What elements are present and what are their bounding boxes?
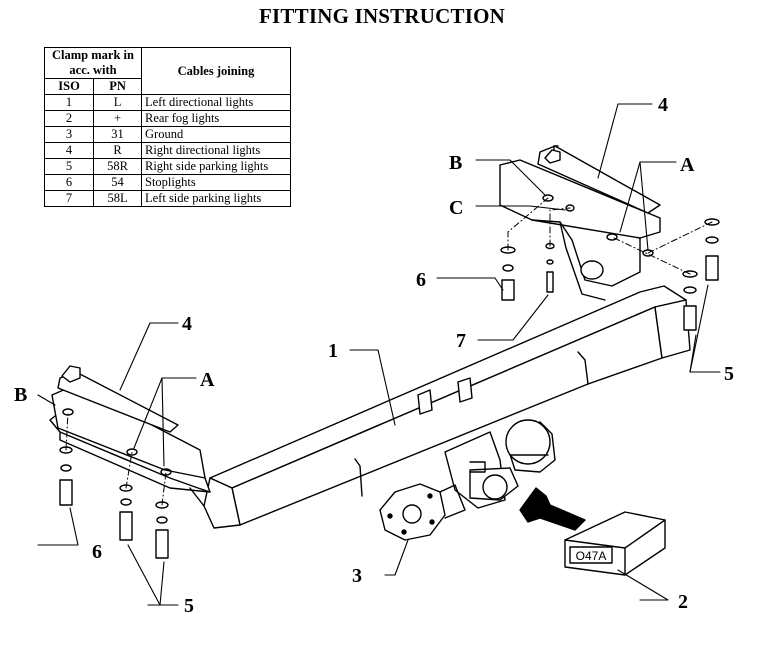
page-title: FITTING INSTRUCTION [259,4,505,28]
cable-legend-table: Clamp mark in acc. with Cables joining I… [43,47,291,207]
clamp-mark-header: Clamp mark in acc. with [44,47,142,79]
label-a-right: A [680,154,695,176]
tow-ball-assembly [417,377,556,509]
arrow-icon [519,487,586,531]
label-b-left: B [14,384,28,406]
label-part-6-left: 6 [92,541,102,563]
label-c: C [449,197,464,219]
label-part-3: 3 [352,565,362,587]
box-code: O47A [576,549,607,563]
table-row: 7 58L Left side parking lights [43,190,291,207]
label-part-6-right: 6 [416,269,426,291]
right-strip [537,145,661,214]
label-part-5-right: 5 [724,363,734,385]
label-a-left: A [200,369,215,391]
label-part-1: 1 [328,340,338,362]
cross-beam [49,285,691,529]
pn-header: PN [93,78,142,95]
label-part-5-left: 5 [184,595,194,617]
table-row: 6 54 Stoplights [43,174,291,191]
table-row: 4 R Right directional lights [43,142,291,159]
socket-plate [379,483,466,541]
label-part-2: 2 [678,591,688,613]
right-fasteners [500,218,720,331]
label-part-4-right: 4 [658,94,668,116]
assembly-lines [65,197,713,506]
label-b-right: B [449,152,463,174]
cables-joining-header: Cables joining [141,47,291,95]
left-strip [57,365,179,433]
left-fasteners [59,446,169,559]
leader-lines [37,103,721,606]
electrical-box [564,511,666,576]
label-part-4-left: 4 [182,313,192,335]
table-row: 3 31 Ground [43,126,291,143]
label-part-7: 7 [456,330,466,352]
